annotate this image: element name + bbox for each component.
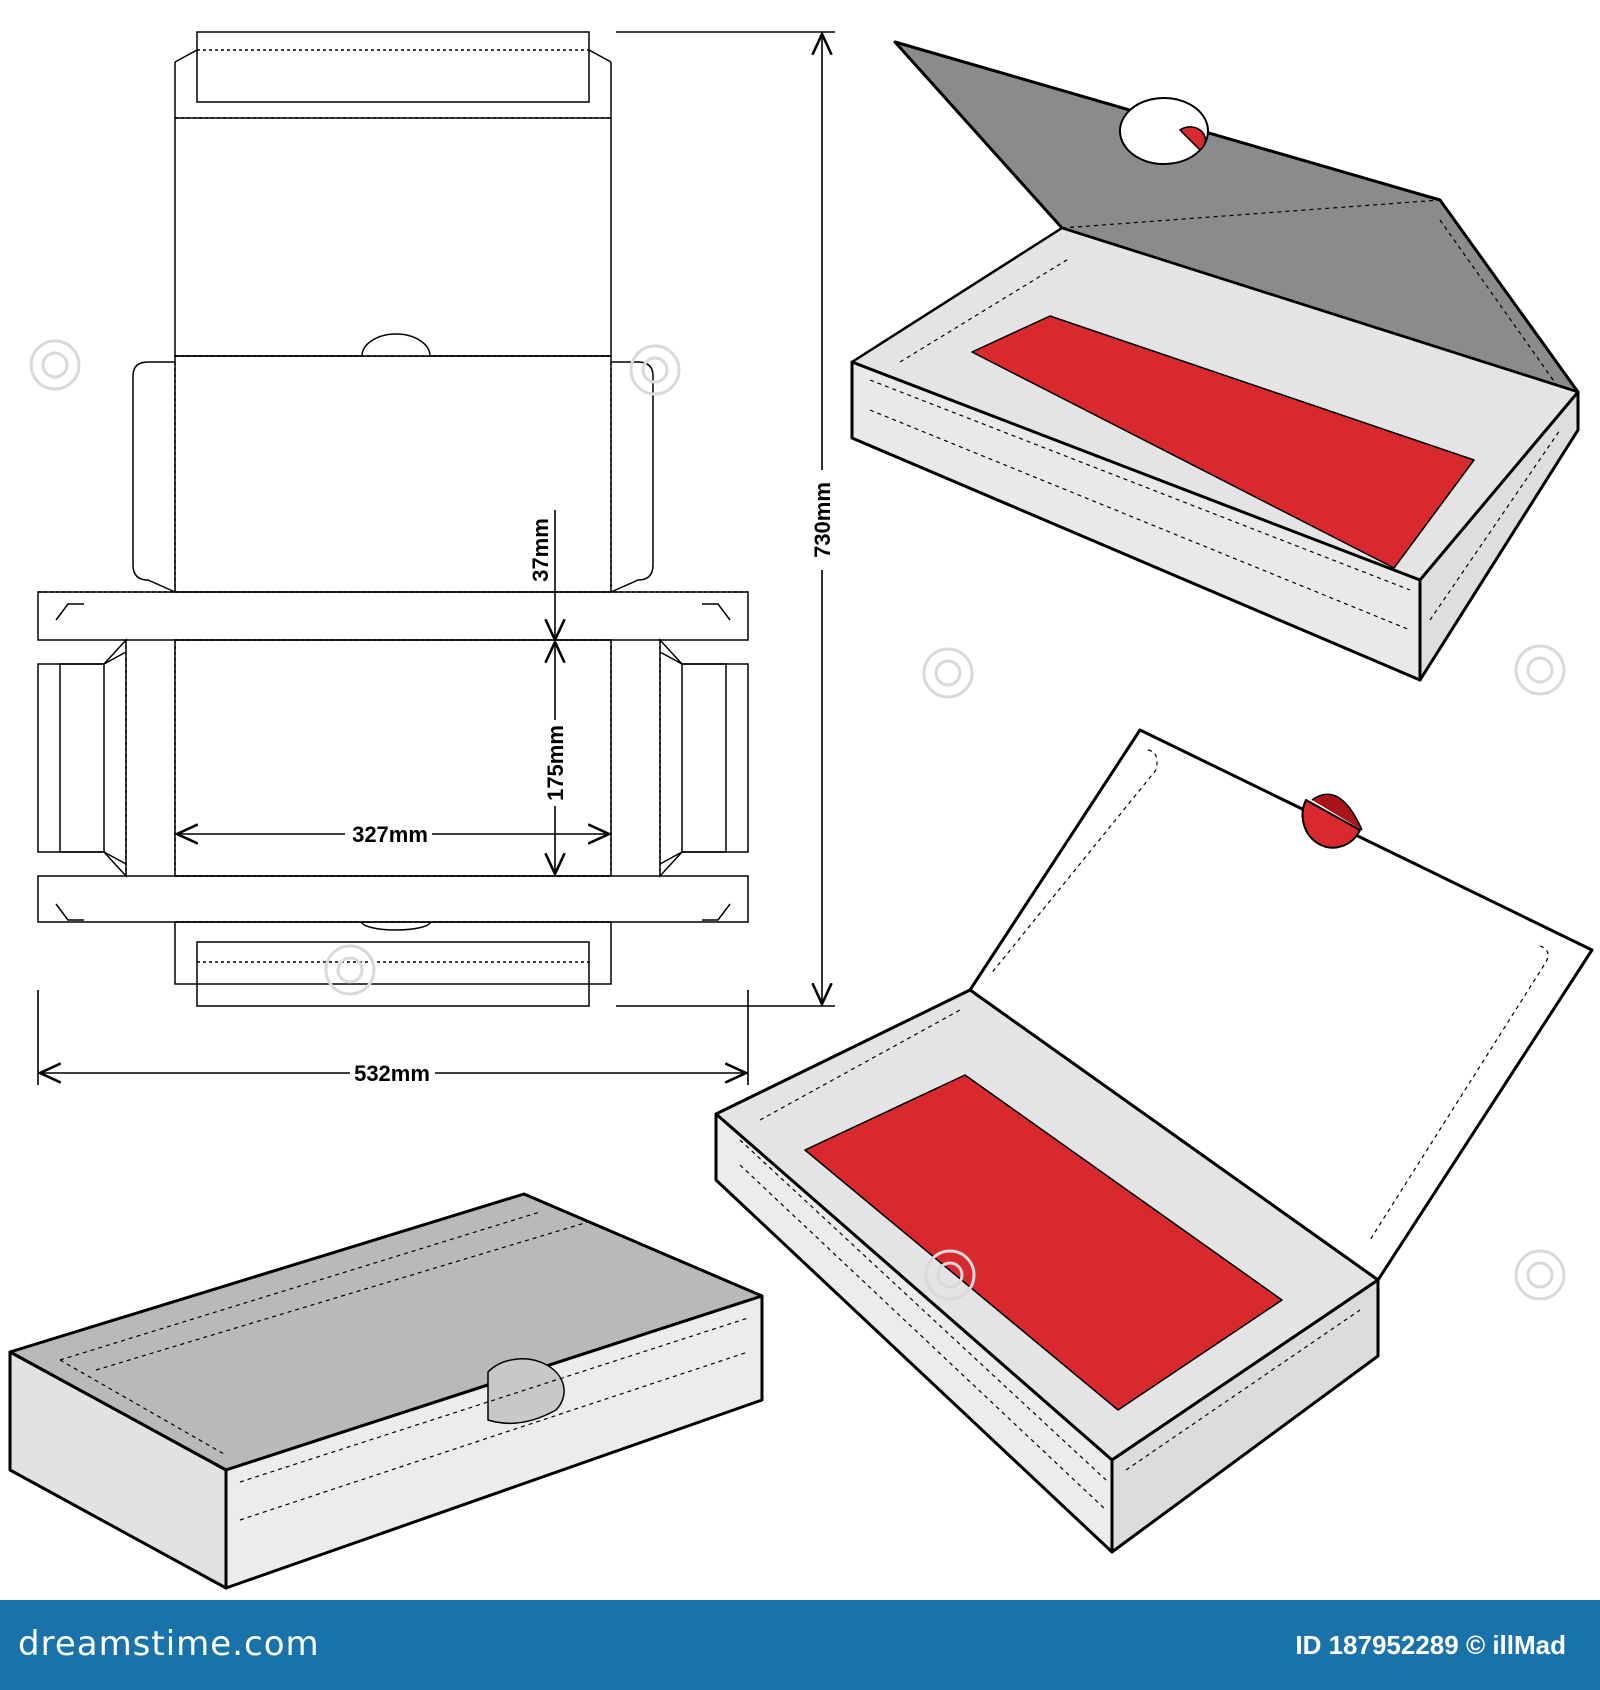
front-panel	[174, 921, 612, 985]
watermark-marks	[29, 339, 1566, 1301]
lid-red-tab	[1301, 799, 1361, 849]
closed-box-side	[224, 1294, 764, 1590]
box-dieline-diagram: 730mm 532mm 327mm 37mm 175mm	[8, 0, 1594, 1590]
footer-brand[interactable]: dreamstime.com	[18, 1624, 320, 1664]
upper-side-strip	[37, 591, 749, 641]
right-end-wall	[659, 638, 749, 878]
lid-panel	[174, 117, 612, 357]
left-dust-flap	[132, 361, 176, 593]
footer-image-id: ID 187952289 © illMad	[1295, 1630, 1566, 1660]
closed-box-thumb-tab	[487, 1358, 565, 1425]
right-dust-flap	[610, 361, 654, 593]
dimension-labels: 730mm 532mm 327mm 37mm 175mm	[352, 482, 835, 1086]
open-box-white-lid	[714, 728, 1594, 1554]
panel-depth-label: 175mm	[543, 725, 568, 801]
left-end-wall	[37, 638, 127, 878]
flat-dieline	[37, 31, 749, 1007]
dimension-lines	[38, 32, 835, 1085]
footer-bar: dreamstime.com ID 187952289 © illMad	[0, 1600, 1600, 1690]
flap-label: 37mm	[528, 518, 553, 582]
box-side-face	[1418, 390, 1580, 682]
height-label: 730mm	[810, 482, 835, 558]
top-tuck-flap	[196, 31, 590, 103]
open-box-grey-lid	[850, 40, 1580, 682]
width-label: 532mm	[354, 1061, 430, 1086]
lower-side-strip	[37, 875, 749, 923]
lid-thumb-notch	[361, 333, 431, 357]
closed-box	[8, 1192, 764, 1590]
box2-side-face	[1110, 1278, 1380, 1554]
bottom-tuck-flap	[196, 941, 590, 1007]
panel-width-label: 327mm	[352, 822, 428, 847]
inner-floor-red	[971, 315, 1475, 569]
inner-floor-red-2	[804, 1074, 1283, 1411]
